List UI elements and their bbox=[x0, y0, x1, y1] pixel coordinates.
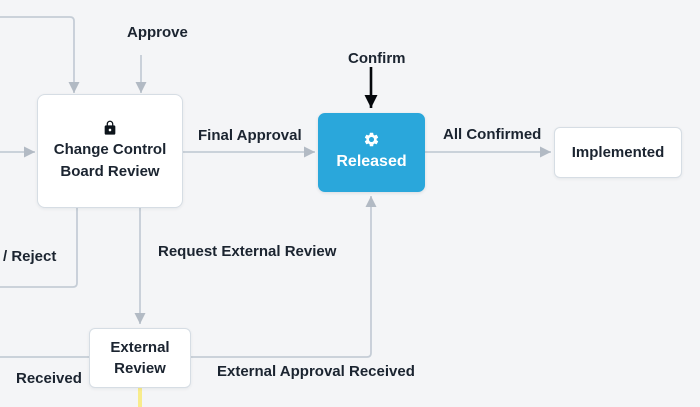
edge-entry-top[interactable] bbox=[0, 16, 80, 93]
edge-external-approval-received[interactable] bbox=[191, 196, 377, 358]
edge-label-received: Received bbox=[16, 370, 82, 387]
node-label-line: Change Control bbox=[53, 141, 167, 159]
node-label-line: External bbox=[110, 338, 170, 356]
node-released[interactable]: Released bbox=[318, 113, 425, 192]
edge-label-final-approval: Final Approval bbox=[198, 127, 302, 144]
node-label: Implemented bbox=[571, 143, 665, 161]
node-implemented[interactable]: Implemented bbox=[554, 127, 682, 178]
node-external-review[interactable]: External Review bbox=[89, 328, 191, 388]
node-label-line: Review bbox=[114, 360, 166, 377]
node-label-line: Board Review bbox=[60, 162, 160, 180]
edge-label-approve: Approve bbox=[127, 24, 188, 41]
lock-icon bbox=[102, 120, 118, 136]
edge-label-request-external-review: Request External Review bbox=[158, 243, 337, 260]
node-label: Released bbox=[336, 153, 407, 171]
edge-label-external-approval-received: External Approval Received bbox=[217, 363, 415, 380]
edge-label-confirm: Confirm bbox=[348, 50, 406, 67]
node-change-control-board-review[interactable]: Change Control Board Review bbox=[37, 94, 183, 208]
edge-label-all-confirmed: All Confirmed bbox=[443, 126, 542, 143]
gear-icon bbox=[363, 131, 380, 148]
edge-label-reject: / Reject bbox=[3, 248, 57, 265]
edge-reject[interactable] bbox=[0, 208, 78, 288]
